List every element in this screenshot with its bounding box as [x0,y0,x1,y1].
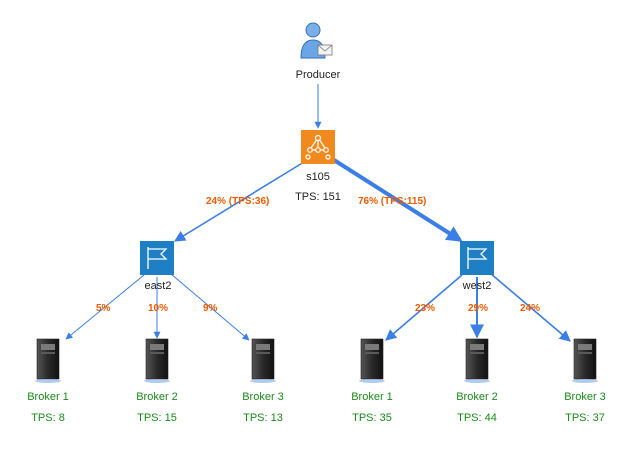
flag-icon [467,247,488,269]
source-label: s105 [306,171,330,183]
broker-label: Broker 1 [351,391,393,403]
broker-node[interactable]: Broker 2 TPS: 44 [456,338,498,424]
broker-tps: TPS: 13 [243,412,283,424]
broker-label: Broker 2 [136,391,178,403]
region-box [140,241,174,275]
broker-tps: TPS: 15 [137,412,177,424]
edge-label-broker: 9% [203,303,218,314]
broker-label: Broker 3 [242,391,284,403]
edge-label-broker: 29% [468,303,488,314]
source-tps: TPS: 151 [295,191,341,203]
producer-node[interactable]: Producer [296,22,341,81]
edge-label-broker: 24% [520,303,540,314]
broker-tps: TPS: 44 [457,412,497,424]
edge-label-broker: 5% [96,303,111,314]
region-label: west2 [462,280,492,292]
edge-east2-broker3 [170,273,250,341]
flag-icon [147,247,168,269]
edge-labels: 24% (TPS:36) 76% (TPS:115) 5% 10% 9% 23%… [96,196,540,314]
brokers: Broker 1 TPS: 8 Broker 2 TPS: 15 Broker … [27,338,606,424]
server-icon [359,338,385,383]
edges [65,84,571,342]
server-icon [464,338,490,383]
edge-label-west2: 76% (TPS:115) [358,196,426,207]
broker-tps: TPS: 37 [565,412,605,424]
broker-node[interactable]: Broker 1 TPS: 8 [27,338,69,424]
edge-east2-broker1 [65,274,145,340]
edge-label-east2: 24% (TPS:36) [206,196,269,207]
broker-tps: TPS: 35 [352,412,392,424]
region-node-west2[interactable]: west2 [460,241,494,292]
user-mail-icon [300,22,333,59]
edge-west2-broker1 [385,274,463,341]
broker-tps: TPS: 8 [31,412,65,424]
edge-west2-broker3 [489,272,571,342]
server-icon [572,338,598,383]
broker-label: Broker 2 [456,391,498,403]
server-icon [35,338,61,383]
edge-label-broker: 23% [415,303,435,314]
broker-node[interactable]: Broker 3 TPS: 37 [564,338,606,424]
region-box [460,241,494,275]
broker-node[interactable]: Broker 2 TPS: 15 [136,338,178,424]
broker-node[interactable]: Broker 3 TPS: 13 [242,338,284,424]
edge-s105-west2 [332,158,463,242]
server-icon [250,338,276,383]
broker-label: Broker 3 [564,391,606,403]
server-icon [144,338,170,383]
broker-node[interactable]: Broker 1 TPS: 35 [351,338,393,424]
producer-label: Producer [296,69,341,81]
broker-label: Broker 1 [27,391,69,403]
edge-label-broker: 10% [148,303,168,314]
region-label: east2 [145,280,172,292]
hub-icon [305,134,331,160]
edge-s105-east2 [174,161,305,242]
source-node-s105[interactable]: s105 TPS: 151 [295,130,341,203]
region-node-east2[interactable]: east2 [140,241,174,292]
